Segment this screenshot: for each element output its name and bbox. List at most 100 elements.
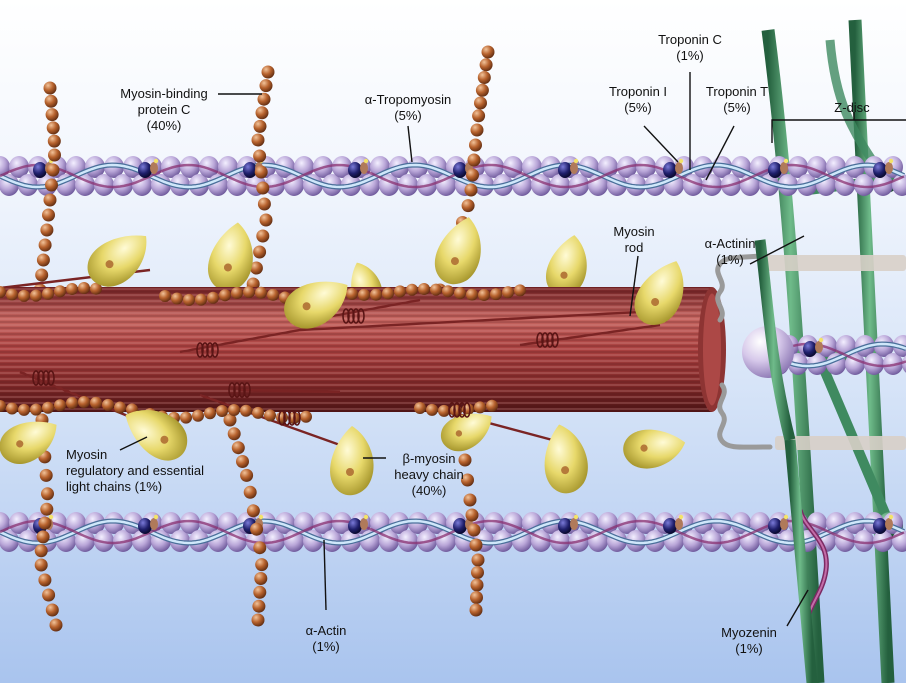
mybpc-bead [470,539,483,552]
troponin-i-percent: (5%) [598,100,678,116]
troponin-i-bead [768,162,782,178]
mybpc-bead [255,166,268,179]
tropomyosin-percent: (5%) [352,108,464,124]
mybpc-rod-bead [192,410,204,422]
mybpc-bead [44,82,57,95]
light-chains-line2: regulatory and essential [66,463,216,479]
mybpc-rod-bead [243,286,255,298]
label-troponin-t: Troponin T (5%) [694,84,780,116]
mybpc-rod-bead [414,402,426,414]
mybpc-bead [45,95,58,108]
mybpc-bead [474,97,487,110]
troponin-i-bead [873,162,887,178]
light-chains-line1: Myosin [66,447,216,463]
mybpc-bead [247,504,260,517]
mybpc-rod-bead [442,285,454,297]
mybpc-rod-bead [438,405,450,417]
mybpc-rod-bead [30,290,42,302]
thin-filament-top [0,156,906,196]
mybpc-rod-bead [90,397,102,409]
mybpc-rod-bead [66,283,78,295]
mybpc-rod-bead [418,283,430,295]
heavy-chain-line2: heavy chain [382,467,476,483]
troponin-i-bead [803,341,817,357]
mybpc-bead [471,124,484,137]
troponin-c-highlight [154,515,158,519]
mybpc-bead [38,574,51,587]
mybpc-bead [254,120,267,133]
mybpc-rod-bead [207,292,219,304]
mybpc-bead [252,600,265,613]
mybpc-bead [469,139,482,152]
mybpc-rod-bead [276,412,288,424]
myosin-rod [0,287,726,412]
mybpc-bead [260,79,273,92]
mybpc-bead [48,135,61,148]
mybpc-rod-bead [240,405,252,417]
troponin-i-bead [138,162,152,178]
mybpc-bead [258,198,271,211]
mybpc-bead [42,589,55,602]
mybpc-rod-bead [252,407,264,419]
troponin-c-bead [675,162,683,174]
mybpc-rod-bead [42,402,54,414]
troponin-c-bead [570,518,578,530]
mybpc-rod-bead [159,290,171,302]
troponin-c-highlight [574,515,578,519]
mybpc-rod-bead [231,287,243,299]
mybpc-rod-bead [66,397,78,409]
troponin-c-highlight [784,515,788,519]
label-myosin-rod: Myosin rod [604,224,664,256]
mybpc-bead [254,572,267,585]
mybpc-rod-bead [228,404,240,416]
mybpc-bead [253,541,266,554]
mybpc-bead [468,154,481,167]
mybpc-bead [256,230,269,243]
mybpc-rod-bead [514,284,526,296]
troponin-c-bead [780,162,788,174]
troponin-i-name: Troponin I [598,84,678,100]
mybpc-bead [42,209,55,222]
troponin-i-bead [348,162,362,178]
mybpc-rod-bead [430,284,442,296]
mybpc-rod-bead [54,285,66,297]
mybpc-bead [240,469,253,482]
myosin-light-chain-dot [346,468,354,476]
troponin-c-name: Troponin C [648,32,732,48]
mybpc-rod-bead [180,412,192,424]
mybpc-rod-bead [42,288,54,300]
troponin-c-bead [885,518,893,530]
mybpc-bead [465,184,478,197]
mybpc-rod-bead [358,289,370,301]
mybpc-bead [38,517,51,530]
troponin-c-highlight [784,159,788,163]
mybpc-bead [476,84,489,97]
mybpc-bead [466,169,479,182]
mybpc-bead [253,150,266,163]
troponin-c-bead [360,518,368,530]
label-myosin-binding-protein-c: Myosin-binding protein C (40%) [108,86,220,134]
troponin-c-bead [150,518,158,530]
actin-name: α-Actin [290,623,362,639]
mybpc-bead [256,182,269,195]
troponin-i-bead [33,162,47,178]
mybpc-rod-bead [502,286,514,298]
myozenin-name: Myozenin [708,625,790,641]
mybpc-line1: Myosin-binding [108,86,220,102]
mybpc-bead [41,487,54,500]
heavy-chain-percent: (40%) [382,483,476,499]
mybpc-rod-bead [466,289,478,301]
label-z-disc: Z-disc [822,100,882,116]
troponin-c-highlight [364,515,368,519]
mybpc-bead [466,509,479,522]
troponin-i-bead [453,518,467,534]
mybpc-rod-bead [6,289,18,301]
mybpc-rod-bead [102,399,114,411]
mybpc-bead [244,486,257,499]
mybpc-bead [462,199,475,212]
troponin-c-bead [780,518,788,530]
mybpc-bead [252,134,265,147]
mybpc-bead [48,149,61,162]
mybpc-rod-bead [195,294,207,306]
mybpc-bead [35,559,48,572]
